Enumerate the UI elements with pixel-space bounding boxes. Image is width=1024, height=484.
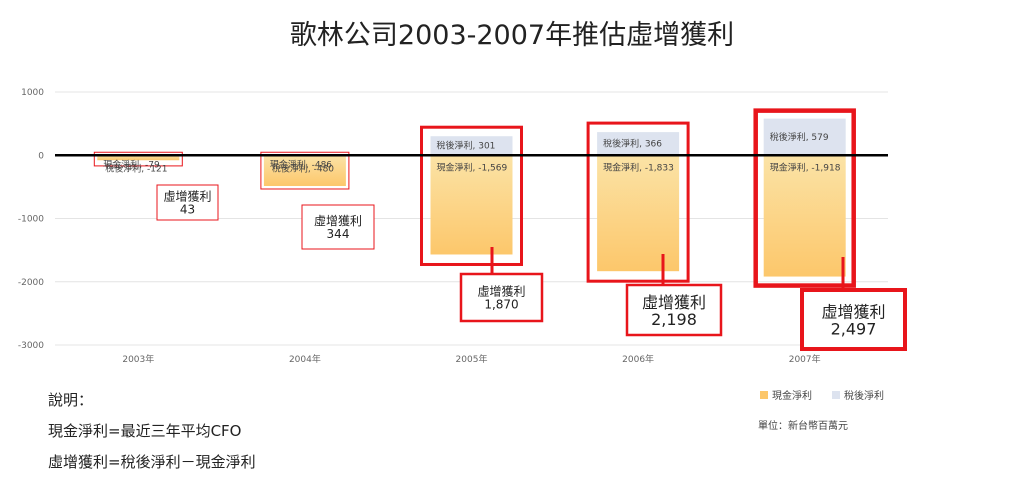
unit-label: 單位：新台幣百萬元 bbox=[758, 419, 848, 432]
note-inflated-definition: 虛增獲利=稅後淨利－現金淨利 bbox=[48, 453, 256, 471]
inflated-profit-label: 虛增獲利 bbox=[821, 303, 885, 322]
inflated-profit-label: 虛增獲利 bbox=[314, 214, 362, 228]
data-label-after-tax: 稅後淨利, -480 bbox=[272, 162, 334, 174]
data-label-cash: 現金淨利, -1,569 bbox=[437, 161, 508, 173]
bar-cash bbox=[430, 155, 513, 255]
legend: 現金淨利 稅後淨利 bbox=[760, 389, 884, 402]
bar-highlight-frame bbox=[93, 151, 183, 167]
chart-title: 歌林公司2003-2007年推估虛增獲利 bbox=[290, 20, 734, 51]
legend-label-cash: 現金淨利 bbox=[772, 389, 812, 402]
inflated-profit-callout bbox=[800, 288, 907, 351]
note-heading: 說明： bbox=[48, 391, 93, 409]
bar-highlight-frame bbox=[420, 125, 523, 266]
inflated-profit-value: 43 bbox=[180, 203, 195, 217]
inflated-profit-label: 虛增獲利 bbox=[163, 190, 211, 204]
bar-cash bbox=[97, 155, 180, 161]
bar-highlight-frame bbox=[753, 108, 856, 288]
x-tick-label: 2007年 bbox=[789, 353, 821, 365]
bar-cash bbox=[263, 155, 346, 186]
data-label-cash: 現金淨利, -486 bbox=[270, 158, 332, 170]
data-label-after-tax: 稅後淨利, -121 bbox=[105, 162, 167, 174]
inflated-profit-value: 344 bbox=[327, 227, 350, 241]
y-tick-label: 0 bbox=[38, 151, 44, 161]
y-tick-label: -3000 bbox=[18, 341, 44, 351]
inflated-profit-callout bbox=[301, 204, 375, 250]
notes: 說明： 現金淨利=最近三年平均CFO 虛增獲利=稅後淨利－現金淨利 bbox=[48, 391, 256, 471]
inflated-profit-value: 1,870 bbox=[484, 298, 518, 312]
legend-label-after-tax: 稅後淨利 bbox=[844, 389, 884, 402]
data-label-cash: 現金淨利, -1,918 bbox=[770, 161, 841, 173]
note-cash-definition: 現金淨利=最近三年平均CFO bbox=[48, 422, 241, 440]
bar-cash bbox=[597, 155, 680, 272]
y-tick-label: 1000 bbox=[21, 88, 44, 98]
x-tick-label: 2004年 bbox=[289, 353, 321, 365]
legend-swatch-after-tax bbox=[832, 391, 840, 399]
y-tick-label: -2000 bbox=[18, 278, 44, 288]
y-tick-label: -1000 bbox=[18, 215, 44, 225]
data-label-cash: 現金淨利, -1,833 bbox=[603, 161, 674, 173]
inflated-profit-label: 虛增獲利 bbox=[477, 285, 525, 299]
inflated-profit-callout bbox=[459, 272, 544, 323]
inflated-profit-callout bbox=[625, 283, 723, 337]
x-tick-label: 2003年 bbox=[122, 353, 154, 365]
x-tick-label: 2006年 bbox=[622, 353, 654, 365]
data-label-cash: 現金淨利, -79 bbox=[103, 158, 160, 170]
bar-after-tax bbox=[597, 132, 680, 156]
data-label-after-tax: 稅後淨利, 301 bbox=[437, 140, 496, 152]
x-tick-label: 2005年 bbox=[456, 353, 488, 365]
legend-swatch-cash bbox=[760, 391, 768, 399]
inflated-profit-value: 2,497 bbox=[831, 320, 877, 339]
data-label-after-tax: 稅後淨利, 366 bbox=[603, 138, 662, 150]
bar-highlight-frame bbox=[260, 151, 350, 190]
inflated-profit-label: 虛增獲利 bbox=[642, 293, 706, 312]
inflated-profit-value: 2,198 bbox=[651, 310, 697, 329]
bar-cash bbox=[763, 155, 846, 277]
data-label-after-tax: 稅後淨利, 579 bbox=[770, 131, 829, 143]
bar-after-tax bbox=[763, 118, 846, 156]
bar-highlight-frame bbox=[586, 121, 690, 283]
bar-after-tax bbox=[430, 136, 513, 156]
inflated-profit-callout bbox=[156, 184, 219, 221]
